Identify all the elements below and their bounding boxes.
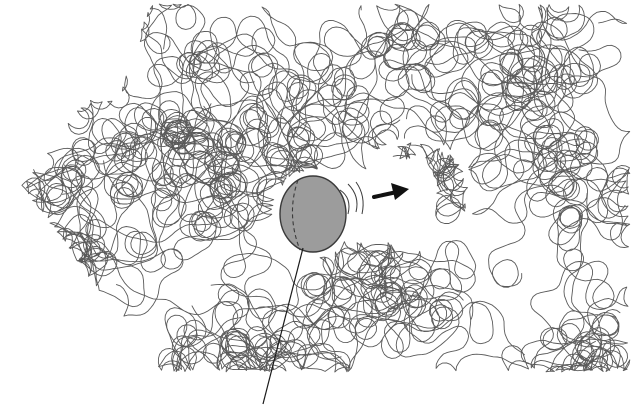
fiber-strand: [393, 143, 467, 211]
fiber-strand: [306, 244, 524, 358]
pore-wall-top: [372, 162, 412, 168]
protein: [280, 176, 376, 252]
fiber-strand: [469, 72, 630, 251]
fiber-strand: [421, 144, 464, 208]
pore-wall-bottom: [372, 218, 412, 221]
protein-head: [280, 176, 346, 252]
right-arrow-icon: [374, 183, 409, 200]
fiber-strand: [531, 261, 630, 371]
lens-fibers: [393, 143, 467, 224]
